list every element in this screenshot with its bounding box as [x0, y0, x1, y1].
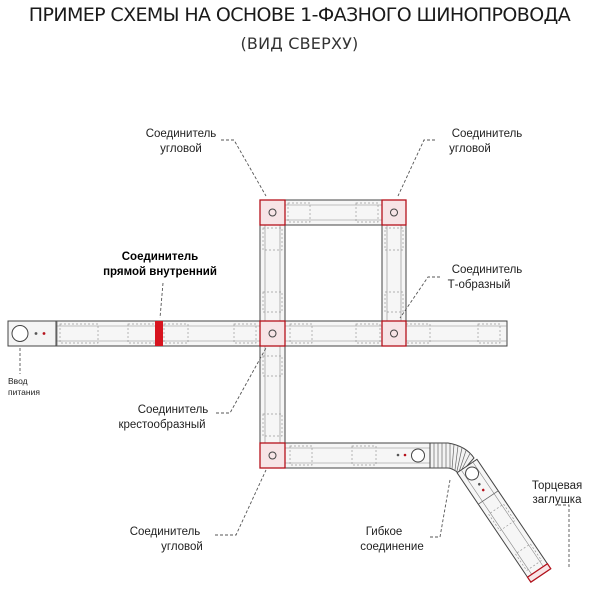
diagonal-track — [456, 458, 552, 583]
label-flexible-line2: соединение — [360, 541, 423, 553]
corner-connector-top-right — [381, 199, 407, 226]
main-horizontal-track — [7, 320, 508, 347]
label-corner-top-left-line2: угловой — [160, 143, 202, 155]
cross-connector — [259, 320, 286, 347]
end-cap — [526, 562, 552, 583]
label-corner-bottom-line1: Соединитель — [130, 526, 201, 538]
straight-internal-connector — [155, 321, 163, 346]
corner-connector-bottom — [259, 442, 286, 469]
label-cross-line2: крестообразный — [118, 419, 205, 431]
diagram-subtitle: (ВИД СВЕРХУ) — [240, 34, 359, 53]
bottom-horizontal-track — [259, 442, 431, 469]
power-input-block — [7, 320, 57, 347]
label-cross-line1: Соединитель — [138, 404, 209, 416]
label-corner-top-left-line1: Соединитель — [146, 128, 217, 140]
t-connector — [381, 320, 407, 347]
label-corner-top-right-line2: угловой — [449, 143, 491, 155]
label-corner-top-right-line1: Соединитель — [452, 128, 523, 140]
diagram-title: ПРИМЕР СХЕМЫ НА ОСНОВЕ 1-ФАЗНОГО ШИНОПРО… — [28, 4, 571, 26]
label-flexible-line1: Гибкое — [366, 526, 403, 538]
label-corner-bottom-line2: угловой — [161, 541, 203, 553]
leader-lines — [19, 139, 570, 567]
label-t-shaped-line1: Соединитель — [452, 264, 523, 276]
label-end-cap-line2: заглушка — [533, 494, 583, 506]
label-straight-internal-line1: Соединитель — [122, 251, 199, 263]
corner-connector-top-left — [259, 199, 286, 226]
label-end-cap-line1: Торцевая — [532, 480, 582, 492]
flexible-connection — [429, 442, 475, 475]
label-t-shaped-line2: Т-образный — [448, 279, 511, 291]
label-power-input-line2: питания — [8, 387, 40, 397]
label-power-input-line1: Ввод — [8, 376, 28, 386]
label-straight-internal-line2: прямой внутренний — [103, 266, 217, 278]
